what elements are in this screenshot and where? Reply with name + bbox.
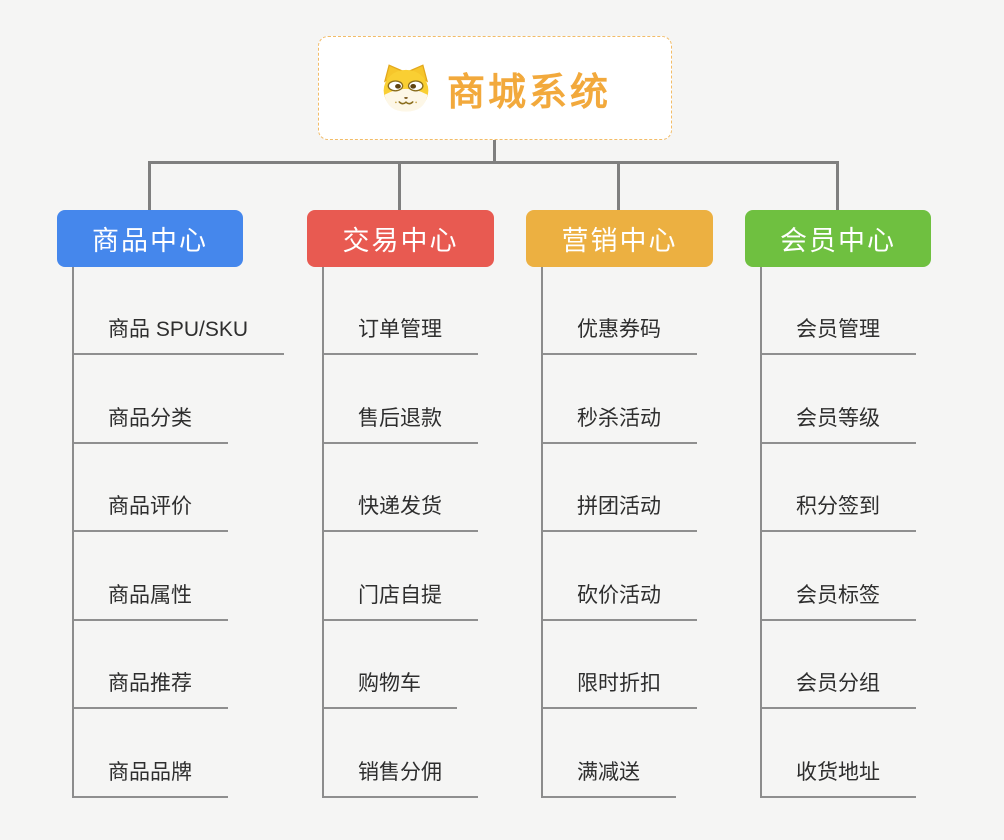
leaf-node[interactable]: 砍价活动 bbox=[543, 585, 697, 621]
connector-drop-product bbox=[148, 161, 151, 210]
root-title: 商城系统 bbox=[446, 71, 611, 114]
leaf-node[interactable]: 门店自提 bbox=[324, 585, 478, 621]
leaf-node[interactable]: 销售分佣 bbox=[324, 762, 478, 798]
branch-label: 交易中心 bbox=[342, 226, 459, 256]
branch-node-marketing-center[interactable]: 营销中心 bbox=[526, 210, 713, 267]
leaf-node[interactable]: 满减送 bbox=[543, 762, 676, 798]
branch-label: 营销中心 bbox=[561, 226, 678, 256]
connector-drop-marketing bbox=[617, 161, 620, 210]
leaf-node[interactable]: 收货地址 bbox=[762, 762, 916, 798]
leaf-node[interactable]: 积分签到 bbox=[762, 496, 916, 532]
leaf-node[interactable]: 商品品牌 bbox=[74, 762, 228, 798]
leaf-node[interactable]: 购物车 bbox=[324, 673, 457, 709]
leaf-node[interactable]: 秒杀活动 bbox=[543, 408, 697, 444]
leaf-node[interactable]: 会员标签 bbox=[762, 585, 916, 621]
leaf-node[interactable]: 会员管理 bbox=[762, 319, 916, 355]
leaf-node[interactable]: 限时折扣 bbox=[543, 673, 697, 709]
leaf-node[interactable]: 商品推荐 bbox=[74, 673, 228, 709]
branch-node-product-center[interactable]: 商品中心 bbox=[57, 210, 243, 267]
leaf-node[interactable]: 会员分组 bbox=[762, 673, 916, 709]
branch-node-member-center[interactable]: 会员中心 bbox=[745, 210, 931, 267]
branch-label: 商品中心 bbox=[92, 226, 208, 256]
connector-bus bbox=[148, 161, 839, 164]
leaf-node[interactable]: 会员等级 bbox=[762, 408, 916, 444]
branch-node-trade-center[interactable]: 交易中心 bbox=[307, 210, 494, 267]
leaf-node[interactable]: 订单管理 bbox=[324, 319, 478, 355]
leaf-node[interactable]: 商品评价 bbox=[74, 496, 228, 532]
leaf-node[interactable]: 商品 SPU/SKU bbox=[74, 319, 285, 355]
branch-column-trade-center: 订单管理 售后退款 快递发货 门店自提 购物车 销售分佣 bbox=[322, 267, 554, 798]
leaf-node[interactable]: 商品分类 bbox=[74, 408, 228, 444]
root-node[interactable]: 商城系统 bbox=[318, 36, 672, 140]
branch-column-product-center: 商品 SPU/SKU 商品分类 商品评价 商品属性 商品推荐 商品品牌 bbox=[72, 267, 304, 798]
connector-drop-trade bbox=[398, 161, 401, 210]
branch-label: 会员中心 bbox=[780, 226, 896, 256]
leaf-node[interactable]: 快递发货 bbox=[324, 496, 478, 532]
doge-face-icon bbox=[383, 64, 429, 112]
branch-column-marketing-center: 优惠券码 秒杀活动 拼团活动 砍价活动 限时折扣 满减送 bbox=[541, 267, 773, 798]
branch-column-member-center: 会员管理 会员等级 积分签到 会员标签 会员分组 收货地址 bbox=[760, 267, 992, 798]
leaf-node[interactable]: 商品属性 bbox=[74, 585, 228, 621]
leaf-node[interactable]: 优惠券码 bbox=[543, 319, 697, 355]
connector-drop-member bbox=[836, 161, 839, 210]
leaf-node[interactable]: 售后退款 bbox=[324, 408, 478, 444]
leaf-node[interactable]: 拼团活动 bbox=[543, 496, 697, 532]
connector-root-stem bbox=[493, 140, 496, 163]
